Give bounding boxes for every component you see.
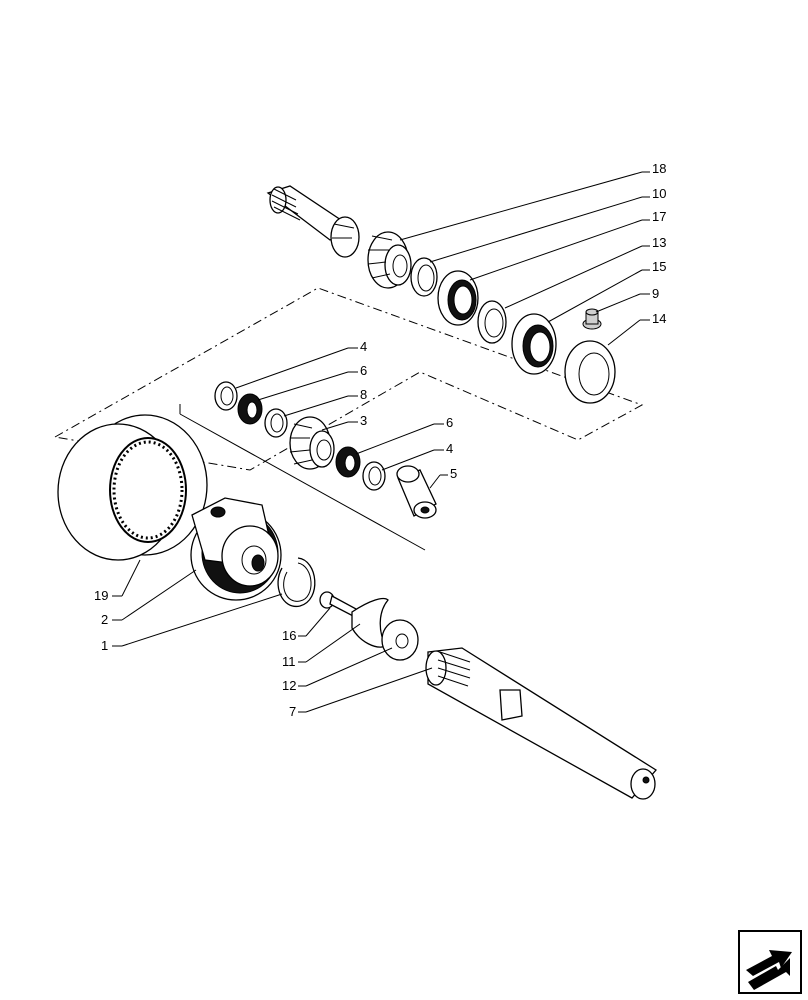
part-4-washer-upper	[214, 381, 238, 411]
callout-labels: 18 10 17 13 15 9 14 4 6 8 3 6 4 5 19 2 1…	[94, 161, 666, 719]
part-6-bearing-upper	[237, 393, 263, 425]
callout-18: 18	[652, 161, 666, 176]
part-5-pin	[396, 465, 437, 519]
callout-14: 14	[652, 311, 666, 326]
callout-15: 15	[652, 259, 666, 274]
callout-4-upper: 4	[360, 339, 367, 354]
callout-8: 8	[360, 387, 367, 402]
part-4-washer-lower	[362, 461, 386, 491]
part-8-spacer	[264, 408, 288, 438]
callout-19: 19	[94, 588, 108, 603]
part-13-ring	[477, 300, 507, 344]
callout-10: 10	[652, 186, 666, 201]
callout-5: 5	[450, 466, 457, 481]
callout-9: 9	[652, 286, 659, 301]
part-11-retainer-plate	[351, 597, 389, 648]
part-1-circlip	[277, 557, 316, 607]
next-page-arrow-icon[interactable]	[738, 930, 802, 994]
part-7-axle-shaft	[425, 647, 657, 800]
callout-12: 12	[282, 678, 296, 693]
callout-7: 7	[289, 704, 296, 719]
part-17-bearing	[437, 270, 479, 326]
callout-16: 16	[282, 628, 296, 643]
callout-17: 17	[652, 209, 666, 224]
callout-3: 3	[360, 413, 367, 428]
assembly-boundary	[53, 287, 644, 471]
callout-13: 13	[652, 235, 666, 250]
callout-6-upper: 6	[360, 363, 367, 378]
callout-6-lower: 6	[446, 415, 453, 430]
part-2-planet-carrier	[190, 497, 282, 601]
callout-1: 1	[101, 638, 108, 653]
part-9-plug	[582, 308, 602, 330]
part-1-circlip-inner	[283, 562, 312, 602]
part-19-ring-gear	[57, 414, 208, 561]
part-12-washer	[381, 619, 419, 661]
part-15-bearing	[511, 313, 557, 375]
part-10-snap-ring	[410, 257, 438, 297]
part-14-seal	[564, 340, 616, 404]
callout-11: 11	[282, 654, 296, 669]
part-6-bearing-lower	[335, 446, 361, 478]
part-3-planet-gear	[289, 416, 335, 470]
callout-leaders	[112, 171, 650, 713]
callout-2: 2	[101, 612, 108, 627]
boundary-line-lower	[179, 413, 426, 551]
callout-4-lower: 4	[446, 441, 453, 456]
part-18-gear-shaft	[266, 185, 412, 289]
